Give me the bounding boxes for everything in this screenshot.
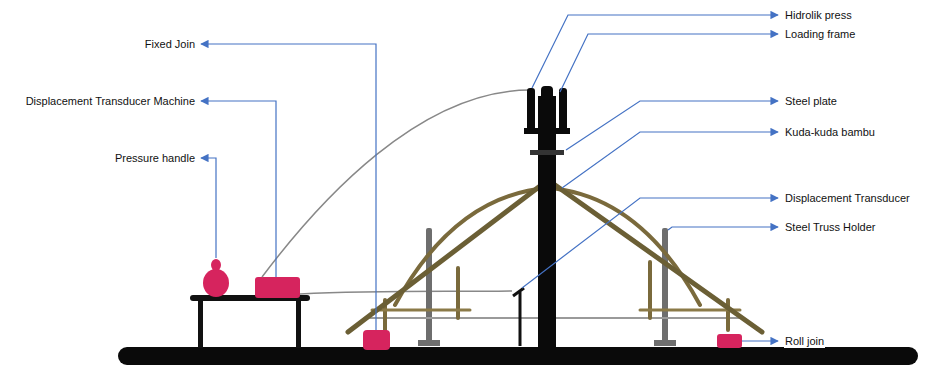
part-label: Steel plate <box>784 95 838 108</box>
ground-base <box>118 347 918 365</box>
part-label: Loading frame <box>784 28 856 41</box>
transducer-machine <box>255 277 300 298</box>
part-label: Pressure handle <box>114 152 196 165</box>
pressure-handle <box>203 259 229 297</box>
transducer-cable <box>300 291 512 294</box>
displacement-transducer <box>513 288 524 346</box>
fixed-join <box>363 330 390 350</box>
hydraulic-hose <box>262 90 530 277</box>
part-label: Steel Truss Holder <box>784 221 876 234</box>
part-label: Roll join <box>784 335 825 348</box>
part-label: Hidrolik press <box>784 9 853 22</box>
part-label: Displacement Transducer Machine <box>25 95 196 108</box>
roll-join <box>717 334 742 348</box>
part-label: Displacement Transducer <box>784 192 911 205</box>
table <box>190 295 310 348</box>
part-label: Fixed Join <box>144 38 196 51</box>
part-label: Kuda-kuda bambu <box>784 126 876 139</box>
leader-line <box>201 15 778 341</box>
loading-frame <box>524 86 570 348</box>
